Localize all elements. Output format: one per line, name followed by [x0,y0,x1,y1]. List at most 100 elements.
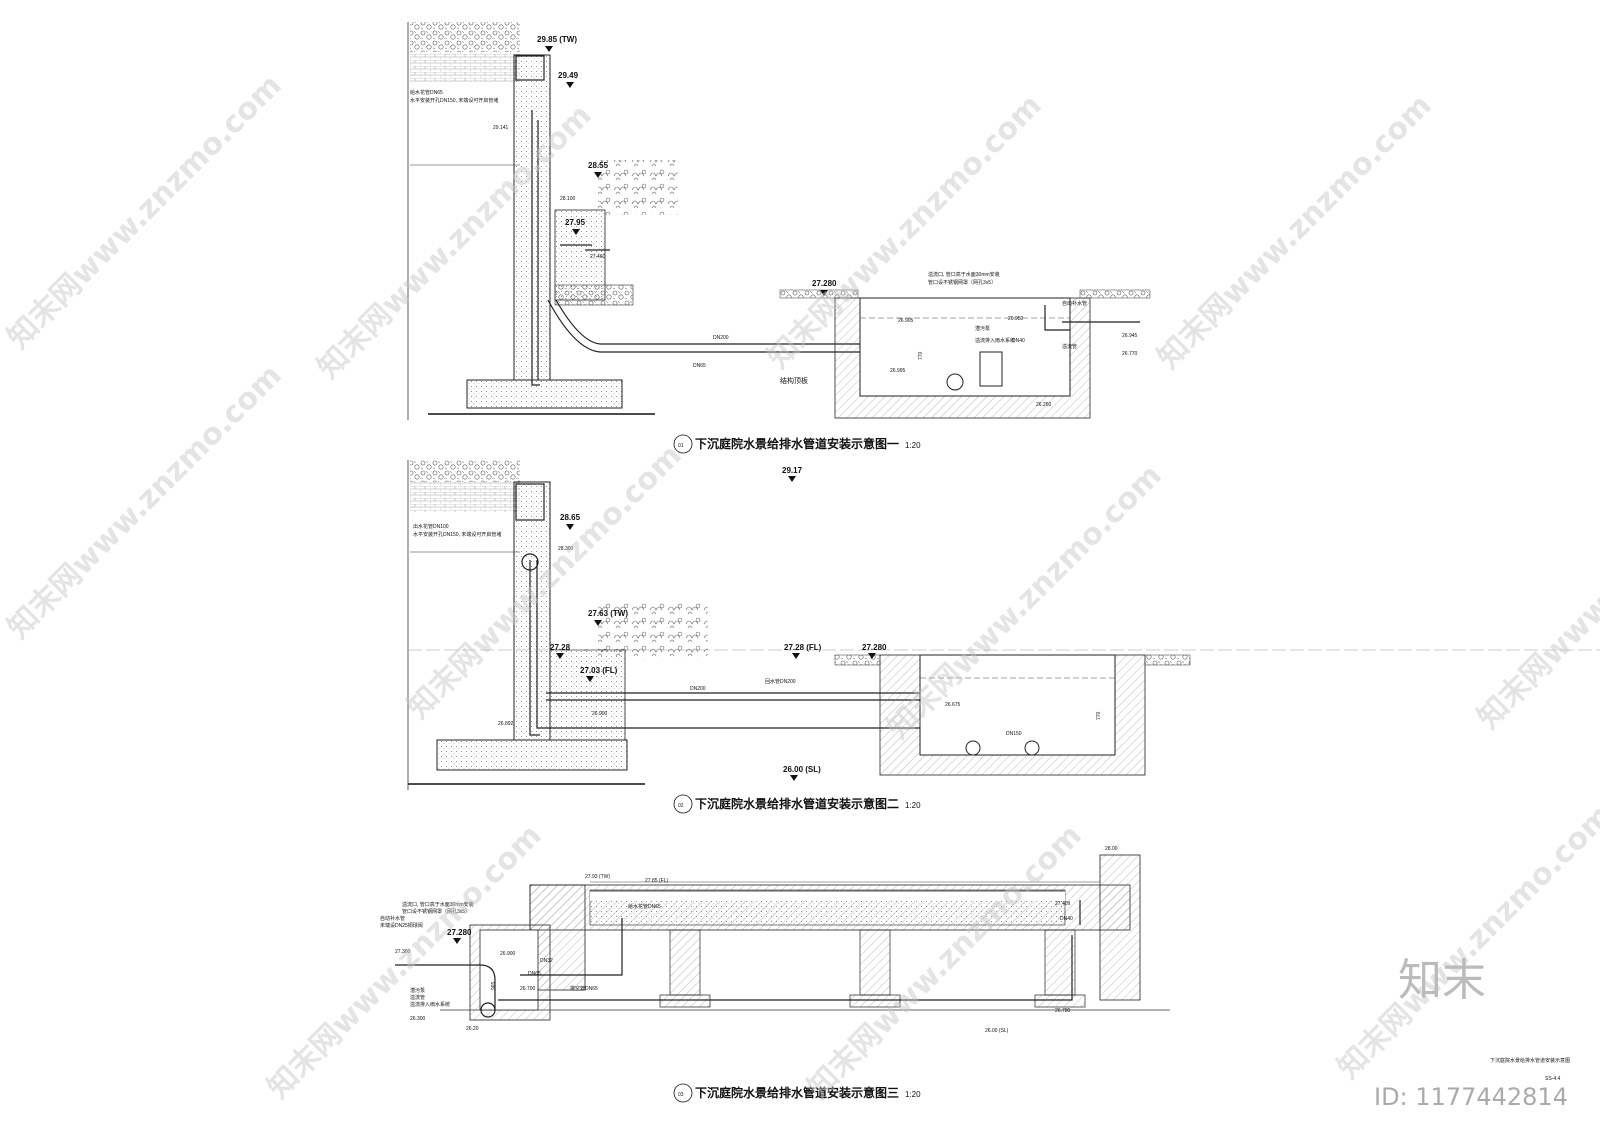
annotation-notes: 给水花管DN65 水平安装开孔DN150, 末端设可开启管堵 溢流口, 管口高于… [410,89,1087,350]
svg-text:26.00 (SL): 26.00 (SL) [783,765,821,774]
svg-text:27.409: 27.409 [1055,901,1071,907]
svg-text:下沉庭院水景给排水管道安装示意图三: 下沉庭院水景给排水管道安装示意图三 [695,1085,899,1100]
svg-text:26.20: 26.20 [466,1026,479,1032]
soil-layer [410,482,520,512]
pump-outlet [1024,740,1040,756]
svg-text:下沉庭院水景给排水管道安装示意图二: 下沉庭院水景给排水管道安装示意图二 [695,796,899,811]
svg-text:27.460: 27.460 [590,254,606,260]
svg-text:26.700: 26.700 [520,986,536,992]
svg-text:965: 965 [491,981,497,990]
svg-text:1:20: 1:20 [905,801,921,810]
svg-text:27.280: 27.280 [447,928,472,937]
svg-text:排空管DN65: 排空管DN65 [570,985,598,992]
pool-basin [919,654,1116,756]
annotation-notes: 出水花管DN100 水平安装开孔DN150, 末端设可开启管堵 回水管DN200 [413,523,796,685]
svg-text:溢流排入雨水系统: 溢流排入雨水系统 [410,1001,450,1008]
dimension-labels: 27.300 26.900 26.700 27.409 26.780 26.30… [395,901,1073,1032]
svg-text:潜污泵: 潜污泵 [410,987,425,994]
svg-text:27.03 (FL): 27.03 (FL) [580,666,618,675]
svg-text:28.65: 28.65 [560,513,581,522]
elev-label: 28.55 [588,161,609,170]
svg-text:给水花管DN65: 给水花管DN65 [410,89,443,96]
id-label: ID: 1177442814 [1374,1083,1568,1111]
figure-title: 下沉庭院水景给排水管道安装示意图一 [695,436,899,451]
svg-text:29.141: 29.141 [493,125,509,131]
svg-text:26.900: 26.900 [592,711,608,717]
svg-text:管口设不锈钢网罩（网孔3x5）: 管口设不锈钢网罩（网孔3x5） [928,279,996,286]
svg-text:26.00 (SL): 26.00 (SL) [985,1028,1009,1034]
foundation-slab [436,739,628,771]
svg-text:03: 03 [678,1092,684,1098]
support-columns [659,929,1086,1008]
annotation-notes: 溢流口, 管口高于水面30mm安装 管口设不锈钢网罩（网孔3x5） 自动补水管 … [380,901,661,1008]
planter-soil [598,160,678,215]
svg-text:28.00: 28.00 [1105,846,1118,852]
svg-text:01: 01 [678,443,684,449]
svg-text:1:20: 1:20 [905,1090,921,1099]
svg-text:末端设DN25铜球阀: 末端设DN25铜球阀 [380,922,423,929]
svg-text:DN40: DN40 [1012,338,1025,344]
svg-text:26.300: 26.300 [410,1016,426,1022]
watermark: 知末网www.znzmo.com [1471,448,1600,736]
svg-text:DN65: DN65 [693,363,706,369]
svg-text:出水花管DN100: 出水花管DN100 [413,523,449,530]
figure-2: 29.17 28.65 27.63 (TW) 27.28 27.28 (FL) … [407,460,1600,814]
pool-top-paving [1079,289,1151,299]
svg-text:26.770: 26.770 [1122,351,1138,357]
svg-text:26.900: 26.900 [500,951,516,957]
elev-label: 29.85 (TW) [537,35,577,44]
svg-text:27.280: 27.280 [862,643,887,652]
pool-wall-right [1099,854,1141,1001]
pump [979,351,1003,387]
svg-text:26.675: 26.675 [945,702,961,708]
svg-text:DN40: DN40 [1060,916,1073,922]
elevation-markers: 29.17 28.65 27.63 (TW) 27.28 27.28 (FL) … [550,466,887,781]
svg-text:770: 770 [918,351,924,360]
sheet-caption: 下沉庭院水景给排水管道安装示意图 SS-4.4 [1490,1057,1570,1082]
pump-outlet [946,373,964,391]
svg-text:给水花管DN65: 给水花管DN65 [628,903,661,910]
svg-text:自动补水管: 自动补水管 [1062,300,1087,307]
retaining-wall [513,481,551,741]
svg-text:DN32: DN32 [540,958,553,964]
svg-text:26.950: 26.950 [1008,316,1024,322]
svg-text:溢流管: 溢流管 [410,994,425,1001]
svg-text:26.250: 26.250 [1036,402,1052,408]
svg-text:回水管DN200: 回水管DN200 [765,678,796,685]
svg-text:DN200: DN200 [690,686,706,692]
figure-title-1: 01 下沉庭院水景给排水管道安装示意图一 1:20 [673,434,921,454]
svg-text:26.905: 26.905 [898,318,914,324]
figure-title-3: 03 下沉庭院水景给排水管道安装示意图三 1:20 [673,1083,921,1103]
pool-basin [859,297,1071,397]
svg-text:27.93 (TW): 27.93 (TW) [585,874,610,880]
svg-text:水平安装开孔DN150, 末端设可开启管堵: 水平安装开孔DN150, 末端设可开启管堵 [413,531,501,538]
svg-text:SS-4.4: SS-4.4 [1545,1076,1561,1082]
soil-layer [410,52,520,82]
watermark: 知末网www.znzmo.com [1,358,289,646]
pipe-group [395,900,1081,1018]
svg-text:27.28 (FL): 27.28 (FL) [784,643,822,652]
elev-label: 27.280 [812,279,837,288]
brand-logo: 知末 [1398,955,1486,1006]
foundation-slab [466,379,623,409]
figure-title-2: 02 下沉庭院水景给排水管道安装示意图二 1:20 [673,794,921,814]
soil-gravel [410,22,520,52]
wall-cap [515,55,545,81]
svg-text:溢流排入雨水系统: 溢流排入雨水系统 [975,337,1015,344]
pool-top-paving [779,289,859,299]
svg-text:02: 02 [678,803,684,809]
svg-text:27.28: 27.28 [550,643,571,652]
elev-label: 27.95 [565,218,586,227]
svg-text:27.63 (TW): 27.63 (TW) [588,609,628,618]
svg-text:DN200: DN200 [713,335,729,341]
svg-text:水平安装开孔DN150, 末端设可开启管堵: 水平安装开孔DN150, 末端设可开启管堵 [410,97,498,104]
figure-1: 29.85 (TW) 29.49 28.55 27.95 27.280 29.1… [407,22,1151,454]
dimension-labels: 29.141 28.100 27.460 26.905 26.995 26.95… [493,125,1138,408]
planter-wall [549,649,626,741]
svg-text:潜污泵: 潜污泵 [975,325,990,332]
scale-label: 1:20 [905,441,921,450]
watermark: 知末网www.znzmo.com [1331,798,1600,1086]
watermark: 知末网www.znzmo.com [1151,88,1439,376]
svg-text:溢流口, 管口高于水面30mm安装: 溢流口, 管口高于水面30mm安装 [402,901,474,908]
paving-layer [554,284,634,306]
